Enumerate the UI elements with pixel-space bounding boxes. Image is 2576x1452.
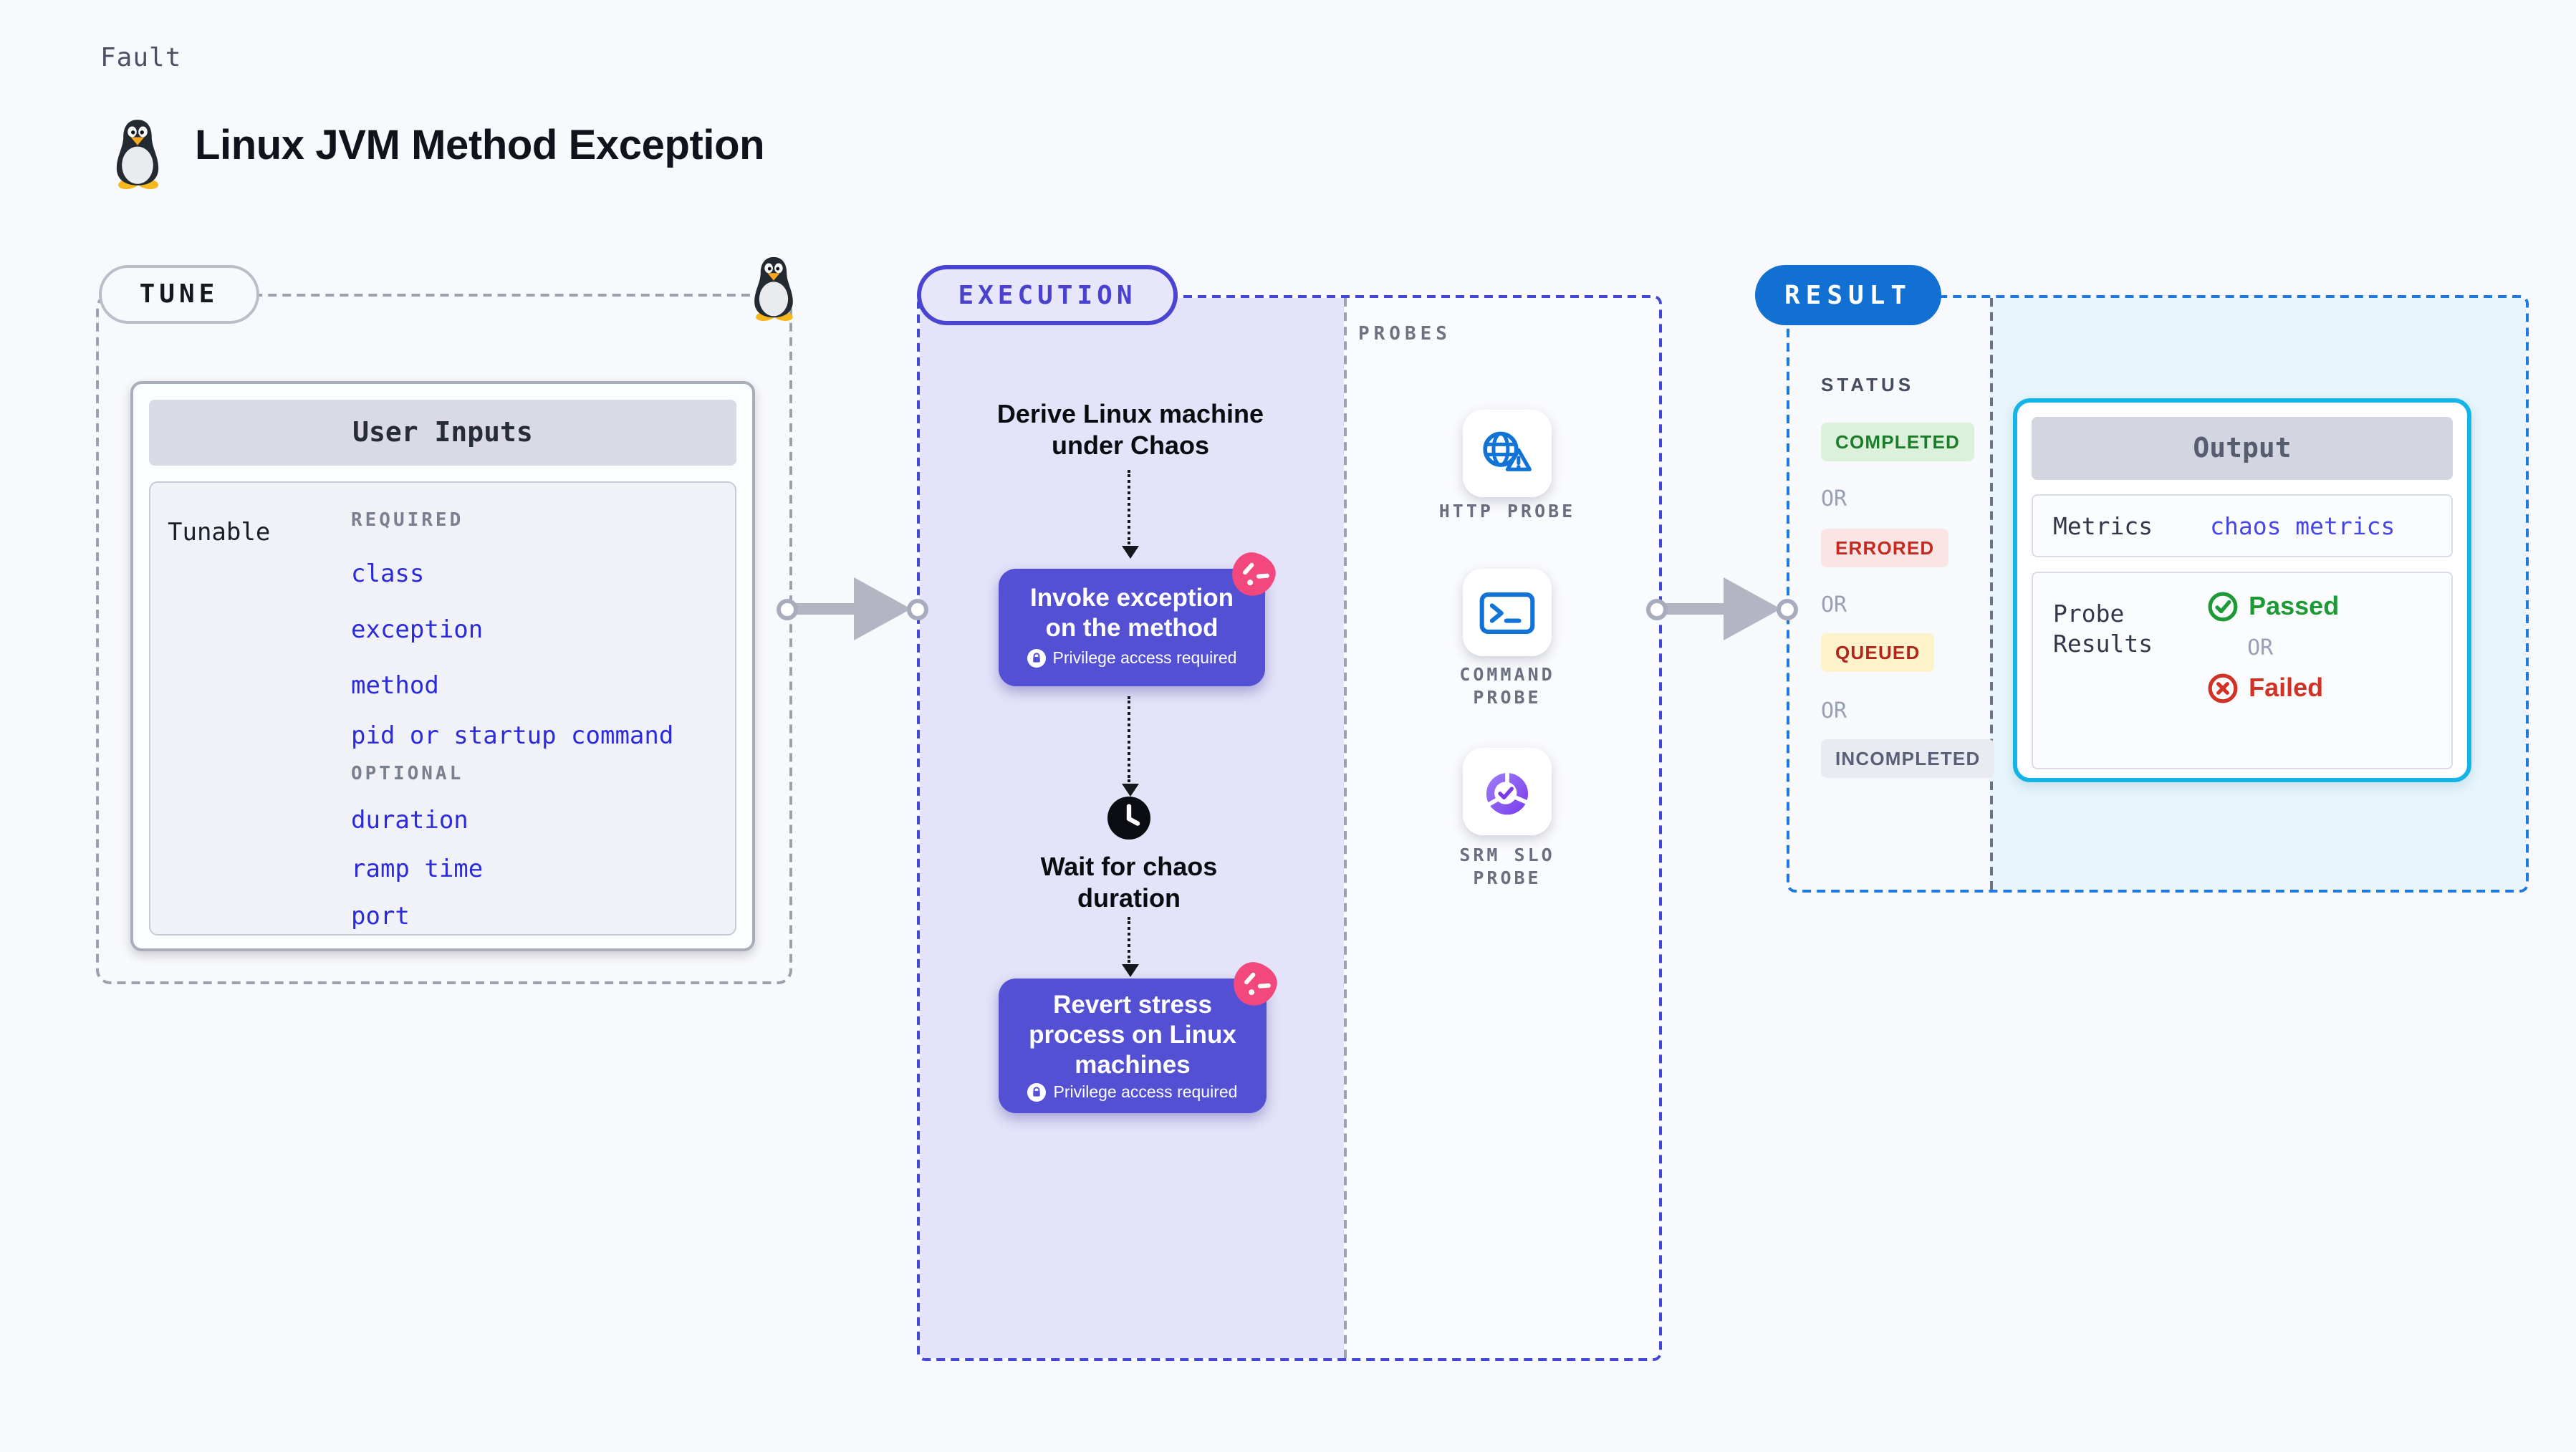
http-probe-card[interactable] (1463, 410, 1552, 497)
metrics-label: Metrics (2053, 512, 2153, 539)
status-badge-completed: COMPLETED (1821, 423, 1975, 461)
tune-badge: TUNE (99, 265, 259, 324)
derive-step-text: Derive Linux machine under Chaos (996, 400, 1264, 460)
connector-dot (906, 598, 928, 620)
tune-to-execution-arrowhead (854, 577, 911, 640)
tunable-method[interactable]: method (351, 672, 439, 701)
connector-dot (1776, 598, 1797, 620)
flow-arrow-line (1128, 470, 1130, 544)
tune-to-execution-arrow (789, 603, 868, 615)
tunable-exception[interactable]: exception (351, 616, 484, 645)
globe-alert-icon (1483, 431, 1532, 471)
linux-tux-icon (116, 120, 159, 189)
privilege-note: Privilege access required (1052, 650, 1237, 667)
tunable-port[interactable]: port (351, 903, 410, 931)
flow-arrowhead (1121, 964, 1138, 977)
flow-arrow-line (1128, 696, 1130, 782)
tune-section (96, 294, 792, 984)
status-badge-incompleted: INCOMPLETED (1821, 739, 1995, 778)
tunables-table: Tunable REQUIRED class exception method … (149, 481, 736, 936)
connector-dot (776, 598, 797, 620)
output-title: Output (2032, 417, 2453, 480)
required-label: REQUIRED (351, 510, 464, 532)
x-circle-icon (2207, 673, 2237, 703)
flow-arrowhead (1121, 546, 1138, 559)
page-title: Linux JVM Method Exception (195, 123, 765, 169)
status-label: STATUS (1821, 374, 1915, 395)
flow-arrow-line (1128, 917, 1130, 963)
or-separator: OR (1821, 486, 1847, 511)
output-card: Output Metrics chaos metrics Probe Resul… (2013, 398, 2471, 782)
invoke-exception-step[interactable]: Invoke exception on the method Privilege… (999, 569, 1265, 686)
or-separator: OR (1821, 698, 1847, 723)
probes-label: PROBES (1358, 324, 1451, 345)
command-probe-card[interactable] (1463, 569, 1552, 656)
tunable-class[interactable]: class (351, 560, 425, 589)
lock-icon (1027, 649, 1046, 668)
linux-tux-small-icon (754, 256, 793, 321)
flow-arrowhead (1121, 784, 1138, 797)
execution-to-result-arrowhead (1724, 577, 1781, 640)
metrics-row: Metrics chaos metrics (2032, 494, 2453, 557)
probe-results-row: Probe Results Passed OR Fai (2032, 572, 2453, 769)
status-badge-queued: QUEUED (1821, 633, 1935, 672)
metrics-value[interactable]: chaos metrics (2210, 512, 2395, 539)
user-inputs-title: User Inputs (149, 400, 736, 466)
probe-failed-text: Failed (2249, 673, 2324, 702)
slo-gauge-icon (1486, 769, 1529, 814)
revert-stress-step[interactable]: Revert stress process on Linux machines … (999, 979, 1267, 1113)
probe-results-label: Probe Results (2053, 600, 2153, 658)
probe-passed-text: Passed (2249, 592, 2340, 620)
tunable-ramp-time[interactable]: ramp time (351, 855, 484, 884)
command-probe-label: COMMAND PROBE (1459, 663, 1555, 708)
srm-slo-probe-card[interactable] (1463, 748, 1552, 835)
srm-slo-probe-label: SRM SLO PROBE (1459, 844, 1555, 888)
terminal-icon (1479, 592, 1535, 633)
tunable-row-label: Tunable (168, 519, 271, 547)
result-badge: RESULT (1755, 265, 1941, 325)
user-inputs-card: User Inputs Tunable REQUIRED class excep… (130, 381, 755, 951)
tunable-duration[interactable]: duration (351, 807, 468, 835)
fault-kicker: Fault (100, 43, 182, 73)
privilege-note: Privilege access required (1053, 1084, 1238, 1101)
check-circle-icon (2207, 592, 2237, 622)
tunable-pid-or-startup-command[interactable]: pid or startup command (351, 722, 674, 751)
or-separator: OR (1821, 592, 1847, 617)
connector-dot (1645, 598, 1667, 620)
or-separator: OR (2247, 635, 2274, 660)
http-probe-label: HTTP PROBE (1438, 500, 1576, 521)
execution-to-result-arrow (1659, 603, 1728, 615)
wait-clock-icon (1107, 797, 1150, 840)
status-badge-errored: ERRORED (1821, 529, 1949, 567)
wait-step-text: Wait for chaos duration (1040, 852, 1218, 913)
optional-label: OPTIONAL (351, 764, 464, 785)
lock-icon (1027, 1083, 1047, 1102)
execution-badge: EXECUTION (917, 265, 1178, 325)
